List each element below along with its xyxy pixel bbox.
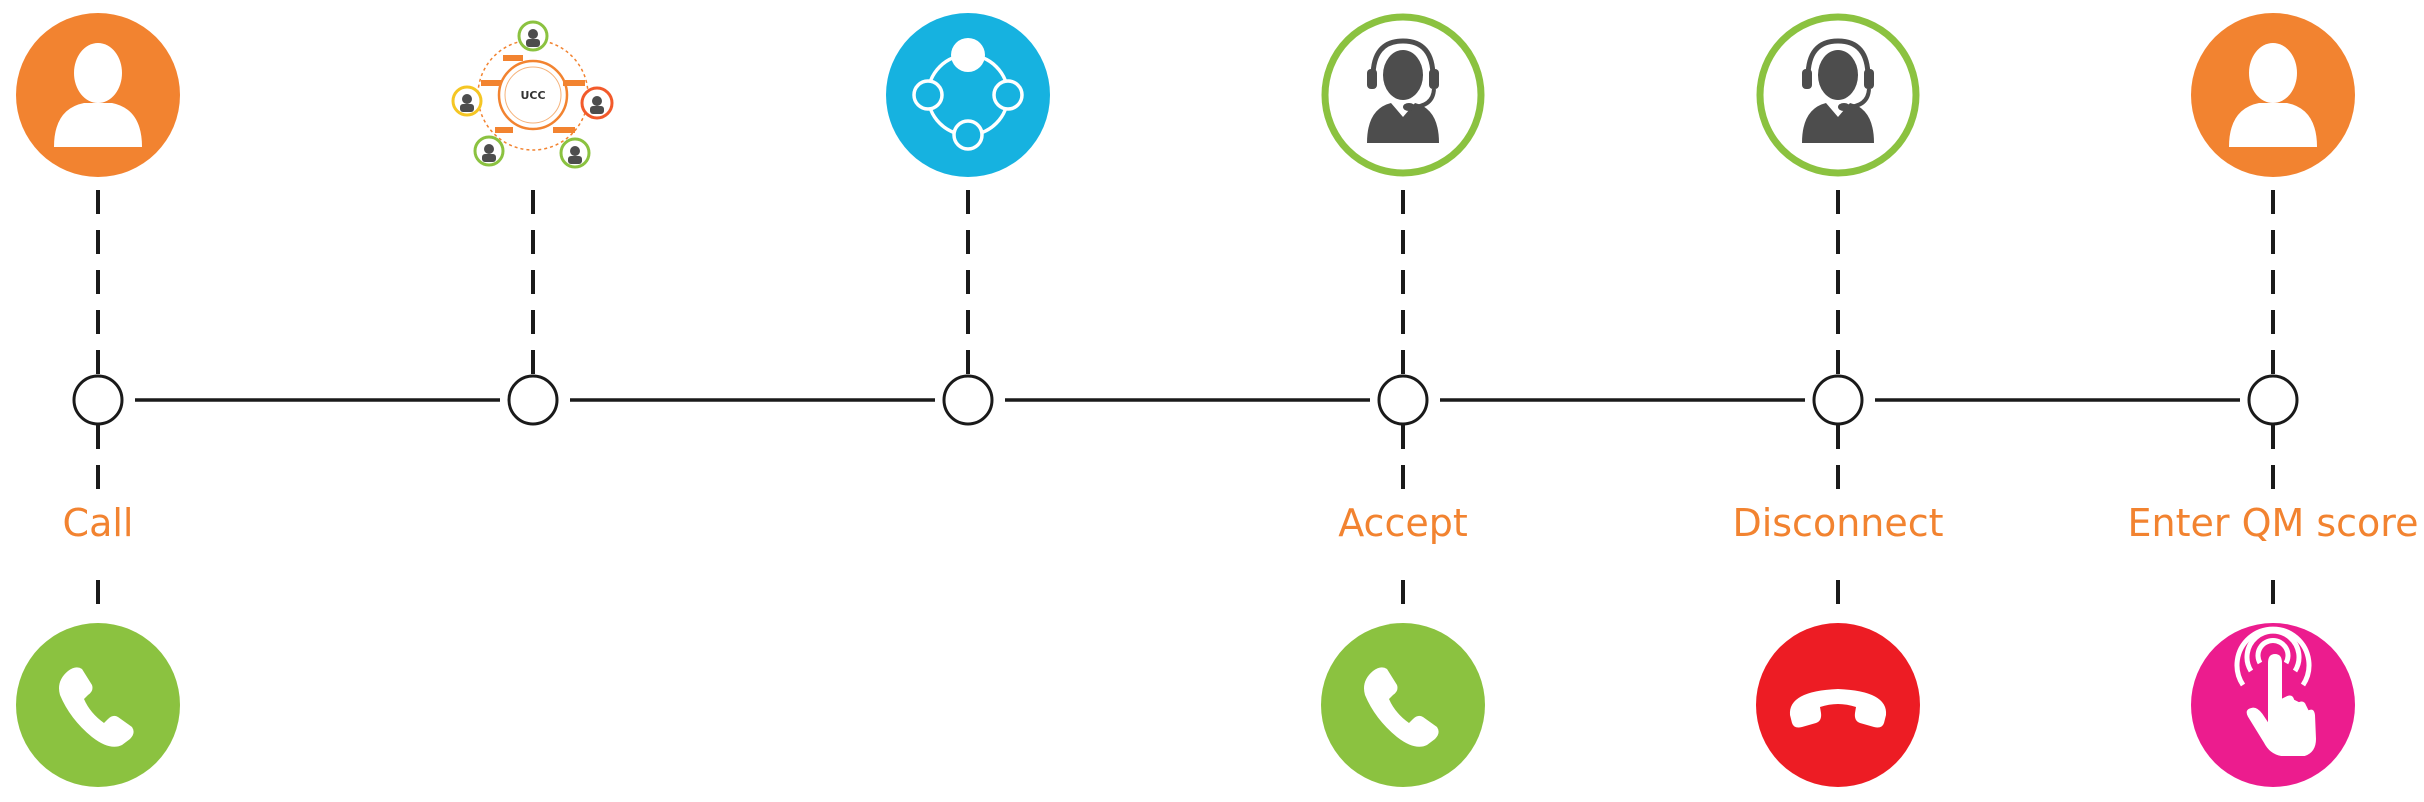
step-agent-accept-top: [1321, 13, 1485, 177]
step-labels: Call Accept Disconnect Enter QM score: [63, 501, 2419, 545]
timeline-node-call: [72, 374, 124, 426]
timeline-node-disconnect: [1812, 374, 1864, 426]
ucc-center-label: UCC: [520, 89, 545, 102]
timeline-node-qm-score: [2247, 374, 2299, 426]
timeline-node-routing: [942, 374, 994, 426]
network-icon: [912, 38, 1024, 151]
step-supervisor-top: [2191, 13, 2355, 177]
timeline-nodes: [72, 374, 2299, 426]
step-supervisor-bottom: [2191, 623, 2355, 787]
label-call: Call: [63, 501, 134, 545]
label-accept: Accept: [1338, 501, 1468, 545]
ucc-network-icon: UCC: [451, 20, 614, 169]
step-agent-disconnect-bottom: [1756, 623, 1920, 787]
step-agent-accept-bottom: [1321, 623, 1485, 787]
timeline-node-ucc: [507, 374, 559, 426]
step-agent-disconnect-top: [1756, 13, 1920, 177]
step-ucc-top: UCC: [451, 20, 614, 169]
step-routing-top: [886, 13, 1050, 177]
step-caller-top: [16, 13, 180, 177]
dashed-connectors: [96, 190, 2275, 615]
timeline-node-accept: [1377, 374, 1429, 426]
label-enter-qm-score: Enter QM score: [2128, 501, 2419, 545]
label-disconnect: Disconnect: [1732, 501, 1943, 545]
step-caller-bottom: [16, 623, 180, 787]
